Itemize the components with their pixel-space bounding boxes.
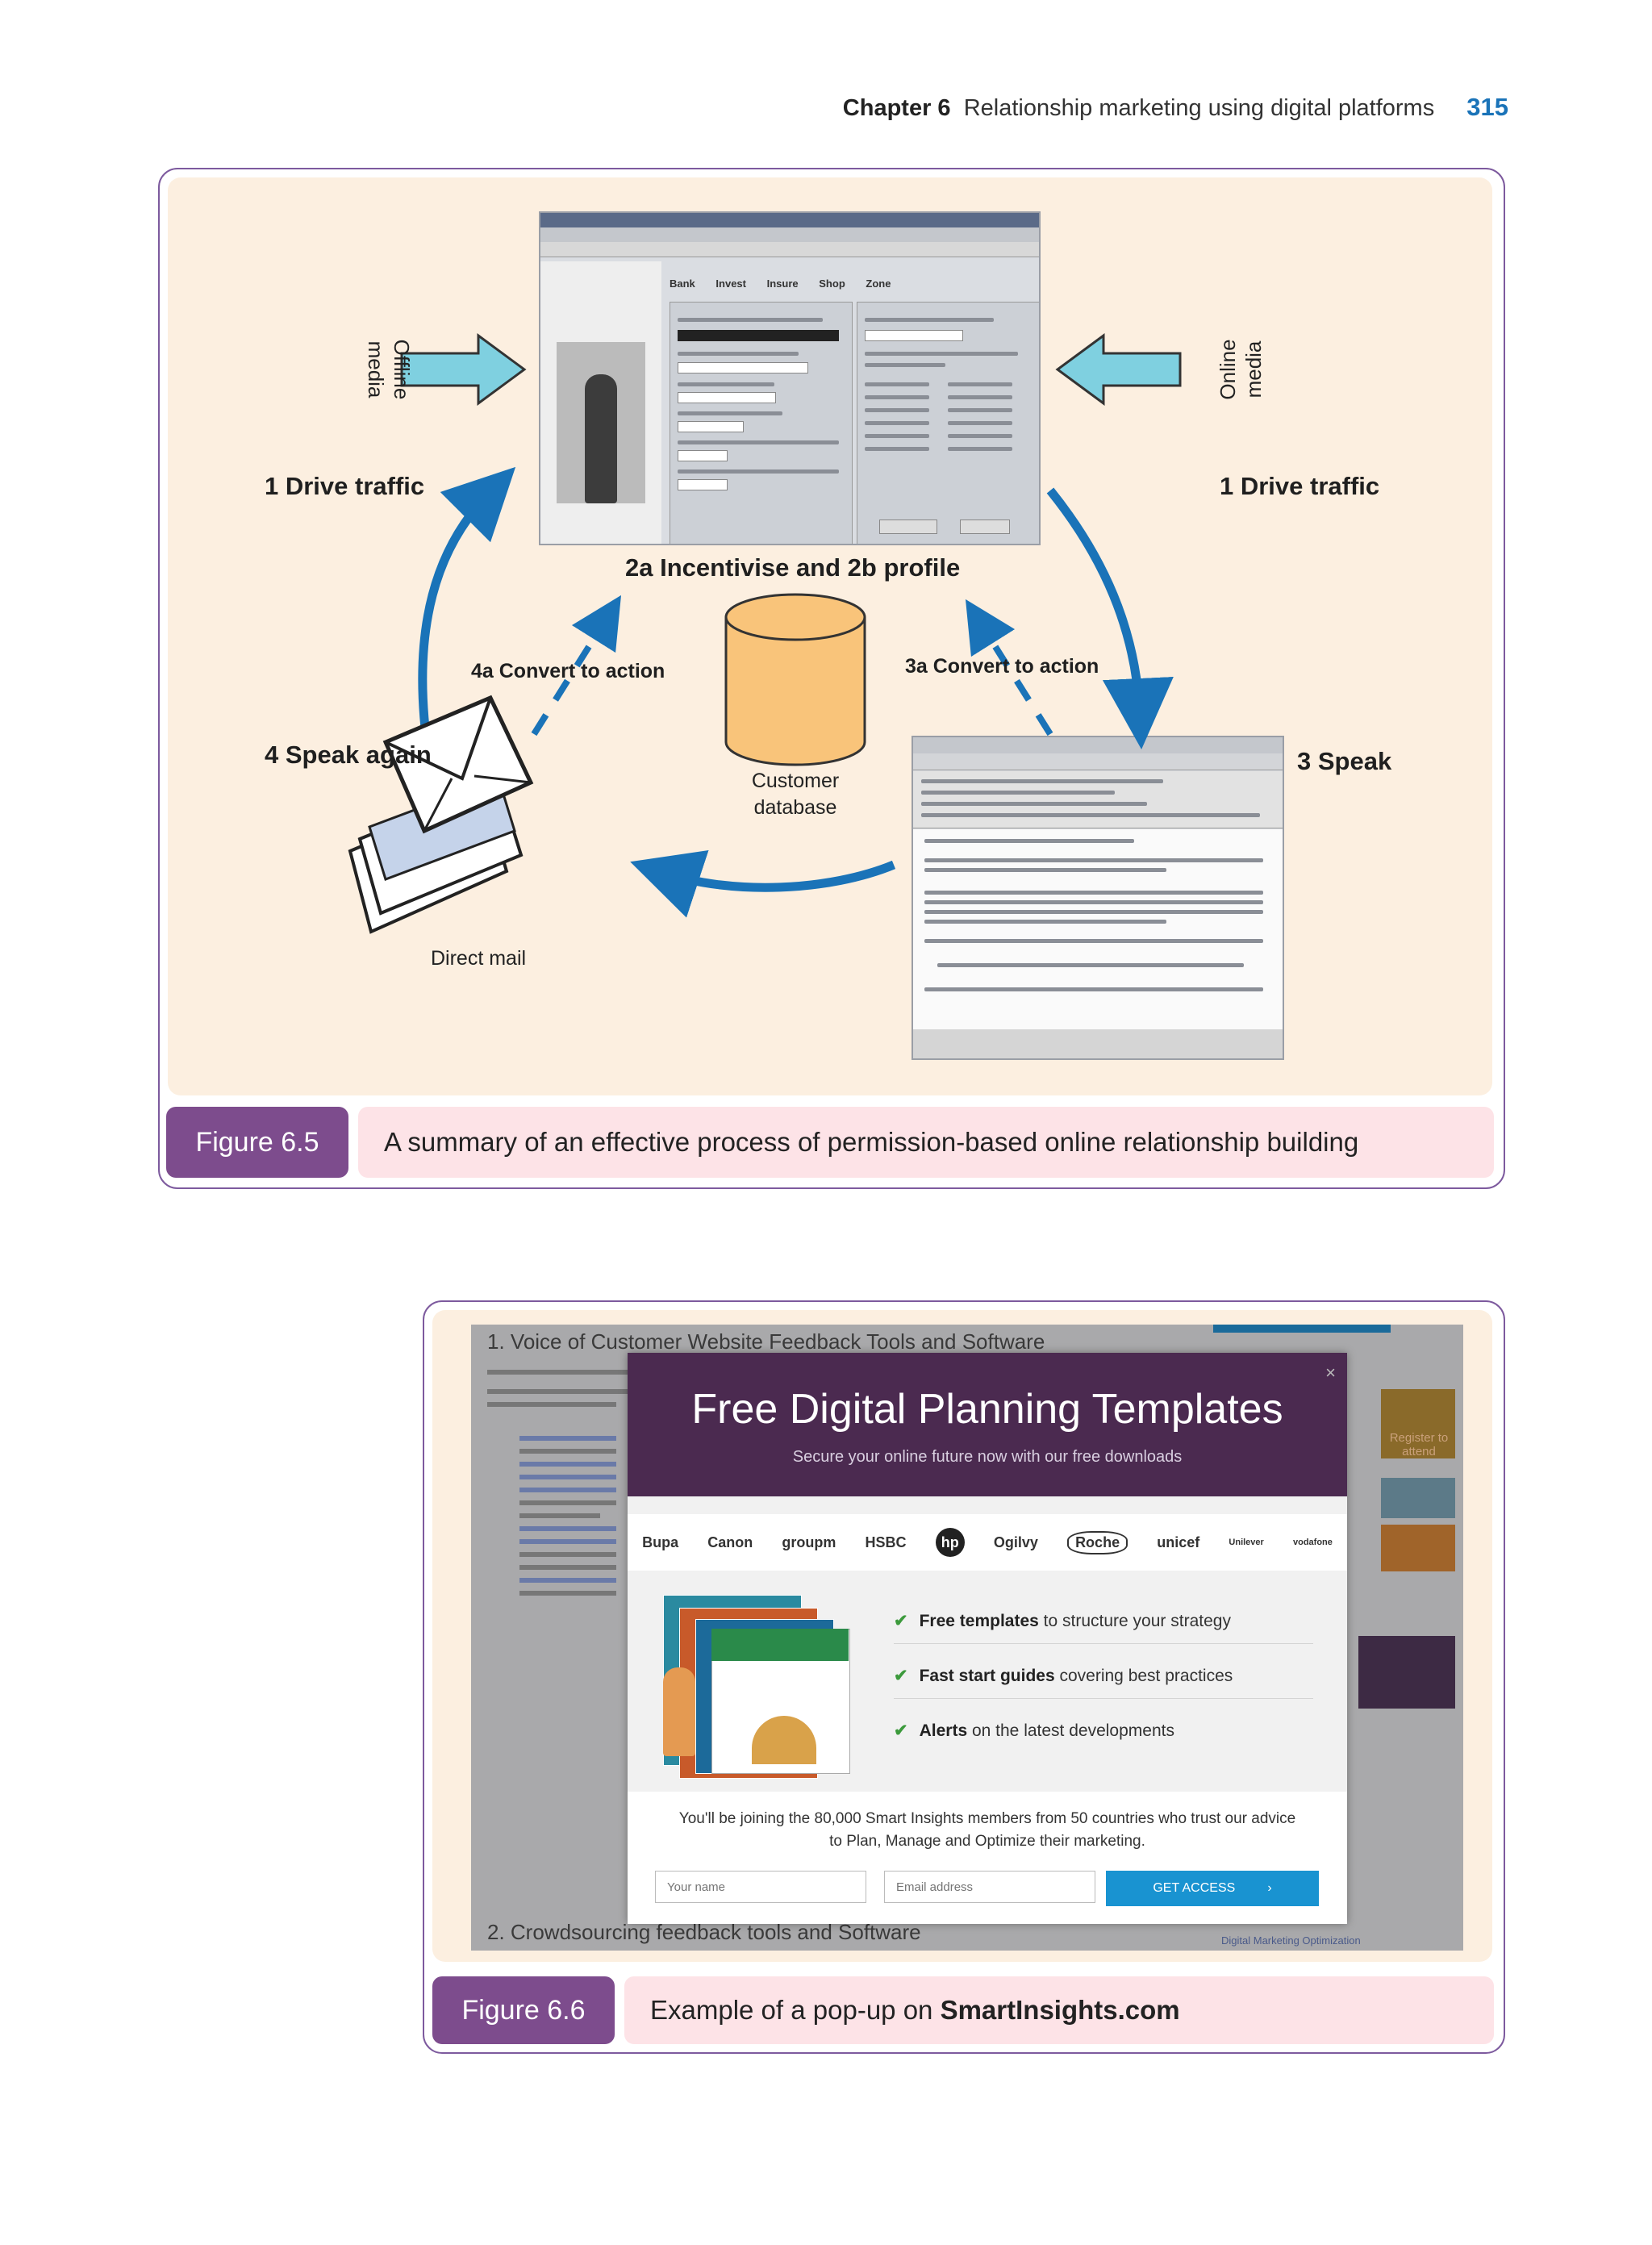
figure-6-6-tab: Figure 6.6 (432, 1976, 615, 2044)
name-input[interactable] (655, 1871, 866, 1903)
popup-subtitle: Secure your online future now with our f… (792, 1448, 1183, 1466)
chapter-title: Relationship marketing using digital pla… (963, 95, 1435, 121)
chapter-number: Chapter 6 (842, 95, 951, 121)
benefit-item: ✔Alerts on the latest developments (894, 1721, 1174, 1740)
benefit-item: ✔Fast start guides covering best practic… (894, 1667, 1233, 1685)
check-icon: ✔ (894, 1721, 908, 1740)
vodafone-logo: vodafone (1292, 1538, 1333, 1547)
close-icon[interactable]: × (1325, 1362, 1336, 1383)
convert-4a-label: 4a Convert to action (471, 660, 665, 682)
page-heading-1: 1. Voice of Customer Website Feedback To… (487, 1329, 1045, 1354)
groupm-logo: groupm (782, 1534, 836, 1550)
speak-label: 3 Speak (1297, 747, 1392, 775)
hp-logo: hp (935, 1528, 965, 1557)
popup-header: Free Digital Planning Templates Secure y… (628, 1353, 1347, 1496)
web-form-screenshot: Bank Invest Insure Shop Zone (539, 211, 1041, 545)
popup-title: Free Digital Planning Templates (691, 1386, 1283, 1433)
email-input[interactable] (884, 1871, 1095, 1903)
speak-to-mail-arrow (630, 849, 896, 918)
page-number: 315 (1466, 93, 1508, 121)
bupa-logo: Bupa (642, 1534, 679, 1550)
incentivise-profile-label: 2a Incentivise and 2b profile (625, 553, 961, 582)
convert-3a-arrow (965, 599, 1053, 737)
client-logo-strip: Bupa Canon groupm HSBC hp Ogilvy Roche u… (628, 1514, 1347, 1571)
canon-logo: Canon (707, 1534, 753, 1550)
templates-illustration (663, 1595, 850, 1779)
running-header: Chapter 6 Relationship marketing using d… (807, 93, 1508, 133)
site-nav: Bank Invest Insure Shop Zone (670, 277, 891, 290)
join-text: You'll be joining the 80,000 Smart Insig… (678, 1810, 1296, 1850)
customer-database-label: Customer database (751, 770, 840, 819)
offline-media-arrow (400, 333, 527, 406)
offline-media-label: Offline media (364, 339, 414, 400)
hsbc-logo: HSBC (865, 1534, 907, 1550)
drive-traffic-label-right: 1 Drive traffic (1220, 472, 1380, 500)
ogilvy-logo: Ogilvy (993, 1534, 1038, 1550)
customer-database-icon (724, 593, 866, 766)
chevron-right-icon: › (1267, 1881, 1272, 1895)
direct-mail-label: Direct mail (431, 947, 527, 970)
site-name: SmartInsights.com (940, 1995, 1180, 2025)
relationship-process-diagram (348, 333, 1182, 934)
unilever-logo: Unilever (1229, 1538, 1264, 1547)
unicef-logo: unicef (1157, 1534, 1200, 1550)
direct-mail-icon (348, 695, 534, 934)
roche-logo: Roche (1067, 1530, 1128, 1554)
drive-traffic-label-left: 1 Drive traffic (265, 472, 425, 500)
check-icon: ✔ (894, 1612, 908, 1630)
register-cta[interactable]: Register to attend (1389, 1431, 1449, 1458)
email-screenshot (912, 736, 1284, 1060)
benefit-item: ✔Free templates to structure your strate… (894, 1612, 1231, 1630)
page-heading-2: 2. Crowdsourcing feedback tools and Soft… (487, 1920, 921, 1944)
online-media-arrow (1055, 333, 1182, 406)
convert-3a-label: 3a Convert to action (905, 655, 1099, 678)
drive-traffic-arrow-left (418, 466, 516, 737)
online-media-label: Online media (1216, 339, 1266, 400)
check-icon: ✔ (894, 1667, 908, 1685)
drive-traffic-arrow-right (1046, 487, 1174, 749)
footer-link[interactable]: Digital Marketing Optimization (1221, 1934, 1361, 1947)
speak-again-label: 4 Speak again (265, 741, 432, 769)
figure-6-6-caption: Example of a pop-up on SmartInsights.com (624, 1976, 1494, 2044)
figure-6-5-caption: A summary of an effective process of per… (358, 1107, 1494, 1178)
figure-6-5-tab: Figure 6.5 (166, 1107, 348, 1178)
get-access-button[interactable]: GET ACCESS › (1106, 1871, 1319, 1906)
popup-footer: You'll be joining the 80,000 Smart Insig… (628, 1792, 1347, 1924)
signup-popup: Free Digital Planning Templates Secure y… (628, 1353, 1347, 1924)
